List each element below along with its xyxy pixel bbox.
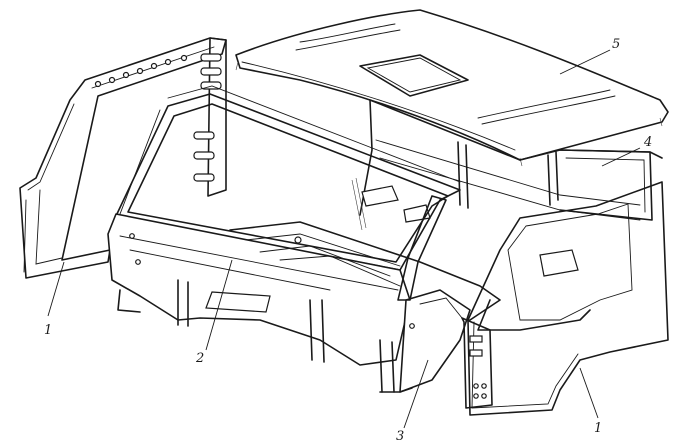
rear-wall-panel — [351, 99, 663, 277]
floor-panel — [229, 221, 501, 393]
callout-door-frame-right: 1 — [594, 421, 602, 436]
callout-floor: 3 — [396, 429, 404, 444]
callout-door-frame-left: 1 — [44, 323, 52, 338]
callout-leaders — [47, 49, 641, 429]
right-front-pillar — [397, 195, 493, 409]
roof-panel — [235, 9, 669, 167]
callout-rear-wall: 4 — [643, 135, 652, 150]
callout-roof: 5 — [612, 37, 620, 52]
front-panel — [107, 213, 411, 393]
callout-front-panel: 2 — [195, 351, 204, 366]
left-pillar — [193, 37, 227, 197]
